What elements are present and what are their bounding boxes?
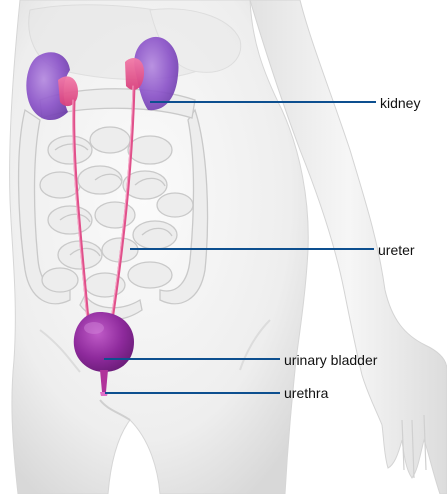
urinary-bladder-label: urinary bladder: [284, 352, 377, 368]
kidney-label: kidney: [380, 95, 420, 111]
ureter-label: ureter: [378, 242, 415, 258]
urethra-label: urethra: [284, 385, 328, 401]
